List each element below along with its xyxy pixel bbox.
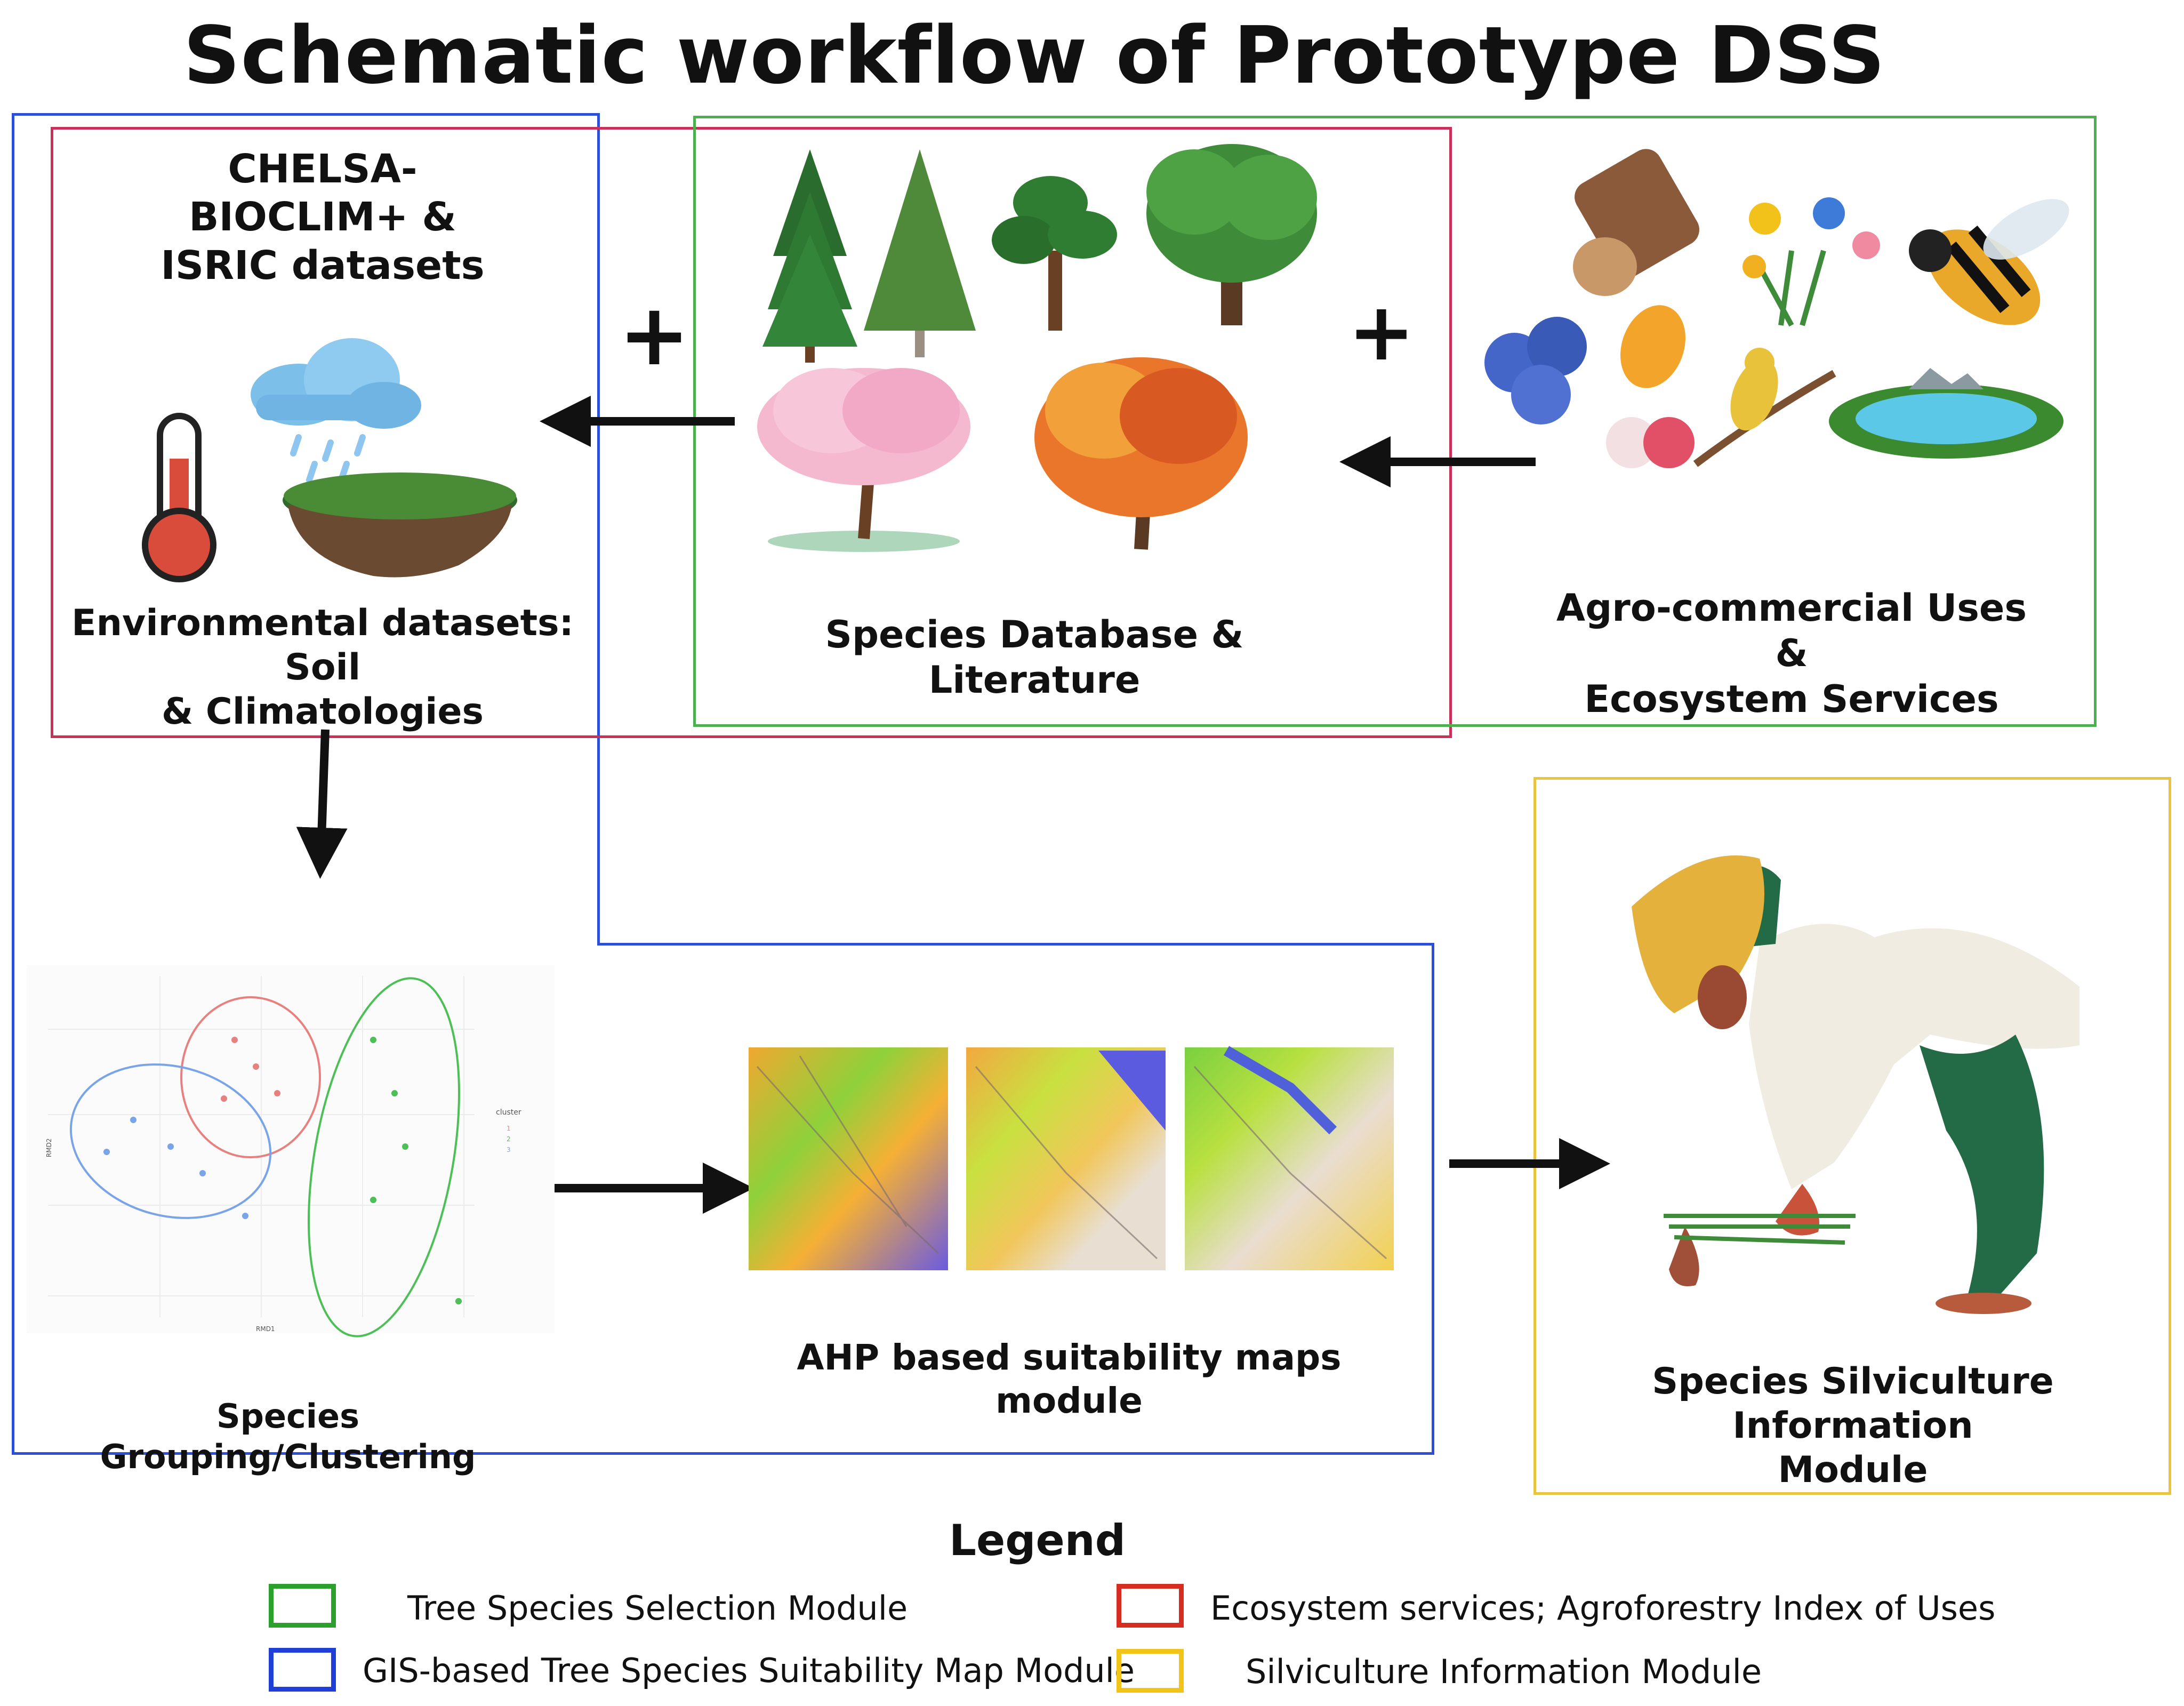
bee-icon xyxy=(1909,199,2069,325)
legend-swatch-silviculture xyxy=(1117,1649,1184,1693)
environmental-datasets-label: Environmental datasets: Soil & Climatolo… xyxy=(51,602,595,734)
arrow-env-to-clustering xyxy=(296,729,348,879)
gis-module-box-step xyxy=(597,943,1434,946)
silviculture-module-box xyxy=(1533,777,2171,1495)
cluster-legend-item-2: 2 xyxy=(507,1135,511,1143)
silviculture-line-2: Module xyxy=(1778,1448,1928,1491)
lychee-icon xyxy=(1606,417,1695,468)
blueberries-icon xyxy=(1484,317,1587,425)
log-icon xyxy=(1573,149,1699,296)
legend-label-gis-suitability: GIS-based Tree Species Suitability Map M… xyxy=(363,1651,1135,1690)
thermometer-icon xyxy=(142,413,216,582)
soil-patch-icon xyxy=(283,472,517,578)
broadleaf-tree-icon xyxy=(992,176,1117,331)
cluster-x-axis-label: RMD1 xyxy=(256,1325,275,1333)
fir-tree-icon xyxy=(864,149,976,357)
cherry-blossom-tree-icon xyxy=(757,368,970,552)
legend-swatch-gis-suitability xyxy=(269,1648,336,1692)
agro-line-2: Ecosystem Services xyxy=(1584,677,1999,721)
diagram-title: Schematic workflow of Prototype DSS xyxy=(183,10,1886,101)
legend-swatch-ecosystem-services xyxy=(1117,1584,1184,1628)
gis-module-box-bottom xyxy=(12,943,1434,1455)
suitability-map-2 xyxy=(966,1047,1166,1270)
ecosystem-module-box xyxy=(51,127,1452,738)
datasets-header-line-1: CHELSA- xyxy=(228,146,417,192)
rain-cloud-icon xyxy=(251,338,421,483)
agro-commercial-label: Agro-commercial Uses & Ecosystem Service… xyxy=(1536,586,2048,722)
cluster-legend-item-1: 1 xyxy=(507,1125,511,1132)
plus-operator-right: + xyxy=(1348,286,1415,379)
conifer-tree-icon xyxy=(762,149,857,363)
oak-tree-icon xyxy=(1146,144,1317,325)
silviculture-label: Species Silviculture Information Module xyxy=(1546,1360,2159,1493)
cluster-y-axis-label: RMD2 xyxy=(45,1138,53,1157)
ahp-maps-label: AHP based suitability maps module xyxy=(797,1337,1342,1421)
environmental-line-2: & Climatologies xyxy=(161,690,484,733)
suitability-map-1 xyxy=(749,1047,948,1270)
cluster-legend-item-3: 3 xyxy=(507,1146,511,1154)
environmental-line-1: Environmental datasets: Soil xyxy=(71,602,574,688)
agro-line-1: Agro-commercial Uses & xyxy=(1556,586,2027,676)
legend-label-ecosystem-services: Ecosystem services; Agroforestry Index o… xyxy=(1210,1589,1996,1628)
pond-icon xyxy=(1829,368,2063,459)
suitability-map-3 xyxy=(1185,1046,1394,1270)
legend-label-tree-species-selection: Tree Species Selection Module xyxy=(407,1589,908,1628)
cluster-legend-title: cluster xyxy=(496,1108,521,1117)
flowers-icon xyxy=(1743,197,1880,327)
datasets-header-line-3: ISRIC datasets xyxy=(160,242,485,289)
species-database-label: Species Database & Literature xyxy=(825,613,1244,702)
legend-title: Legend xyxy=(949,1516,1126,1565)
silviculture-line-1: Species Silviculture Information xyxy=(1652,1360,2054,1447)
clustering-label: Species Grouping/Clustering xyxy=(100,1397,476,1476)
bird-on-branch-icon xyxy=(1693,348,1836,467)
autumn-tree-icon xyxy=(1034,357,1248,550)
legend-swatch-tree-species-selection xyxy=(269,1584,336,1628)
mango-icon xyxy=(1620,305,1685,388)
cluster-plot: cluster 1 2 3 RMD1 RMD2 xyxy=(27,965,555,1337)
datasets-header-line-2: BIOCLIM+ & xyxy=(189,194,456,241)
farmer-illustration xyxy=(1632,855,2079,1314)
legend-label-silviculture: Silviculture Information Module xyxy=(1246,1652,1762,1691)
datasets-header: CHELSA- BIOCLIM+ & ISRIC datasets xyxy=(96,145,549,290)
gis-module-box-top xyxy=(12,113,600,945)
plus-operator-left: + xyxy=(619,285,690,385)
